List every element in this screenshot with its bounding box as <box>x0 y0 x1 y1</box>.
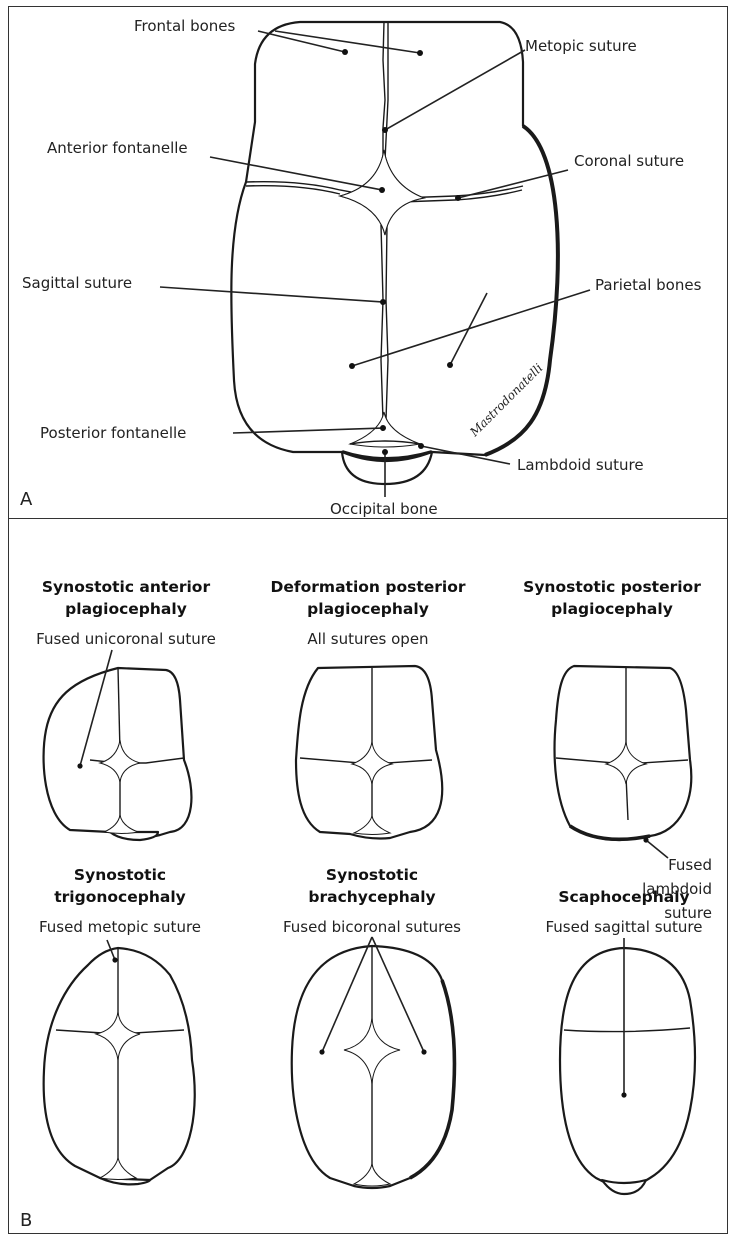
svg-text:lambdoid: lambdoid <box>642 880 712 898</box>
caption-deformation: All sutures open <box>307 630 428 648</box>
svg-text:Synostotic: Synostotic <box>326 866 418 884</box>
panel-letter-a: A <box>20 489 33 510</box>
label-frontal-bones: Frontal bones <box>134 17 236 35</box>
svg-text:Synostotic posterior: Synostotic posterior <box>523 578 701 596</box>
label-posterior-fontanelle: Posterior fontanelle <box>40 424 186 442</box>
condition-title-trigonocephaly: Synostotic trigonocephaly Fused metopic … <box>39 866 201 936</box>
caption-trigonocephaly: Fused metopic suture <box>39 918 201 936</box>
label-anterior-fontanelle: Anterior fontanelle <box>47 139 188 157</box>
skull-scaphocephaly <box>560 938 695 1194</box>
label-metopic-suture: Metopic suture <box>525 37 637 55</box>
skull-anterior-plagiocephaly <box>44 650 192 840</box>
svg-text:Synostotic anterior: Synostotic anterior <box>42 578 211 596</box>
svg-text:Synostotic: Synostotic <box>74 866 166 884</box>
svg-text:suture: suture <box>664 904 712 922</box>
label-parietal-bones: Parietal bones <box>595 276 702 294</box>
condition-title-anterior: Synostotic anterior plagiocephaly Fused … <box>36 578 216 648</box>
skull-deformation-posterior <box>296 666 442 839</box>
svg-text:plagiocephaly: plagiocephaly <box>307 600 429 618</box>
svg-text:brachycephaly: brachycephaly <box>308 888 435 906</box>
panel-letter-b: B <box>20 1210 32 1231</box>
caption-anterior: Fused unicoronal suture <box>36 630 216 648</box>
svg-text:Deformation posterior: Deformation posterior <box>271 578 466 596</box>
fused-lambdoid-note: Fused lambdoid suture <box>642 856 712 922</box>
skull-brachycephaly <box>292 937 455 1188</box>
label-occipital-bone: Occipital bone <box>330 500 438 518</box>
skull-trigonocephaly <box>44 940 195 1184</box>
skull-posterior-plagiocephaly <box>555 666 692 858</box>
label-lambdoid-suture: Lambdoid suture <box>517 456 644 474</box>
svg-text:trigonocephaly: trigonocephaly <box>54 888 186 906</box>
skull-large: Mastrodonatelli <box>231 22 558 484</box>
label-coronal-suture: Coronal suture <box>574 152 684 170</box>
svg-text:plagiocephaly: plagiocephaly <box>65 600 187 618</box>
svg-text:Fused: Fused <box>668 856 712 874</box>
condition-title-brachycephaly: Synostotic brachycephaly Fused bicoronal… <box>283 866 461 936</box>
svg-text:plagiocephaly: plagiocephaly <box>551 600 673 618</box>
condition-title-posterior: Synostotic posterior plagiocephaly <box>523 578 701 618</box>
caption-brachycephaly: Fused bicoronal sutures <box>283 918 461 936</box>
condition-title-deformation: Deformation posterior plagiocephaly All … <box>271 578 466 648</box>
label-sagittal-suture: Sagittal suture <box>22 274 132 292</box>
